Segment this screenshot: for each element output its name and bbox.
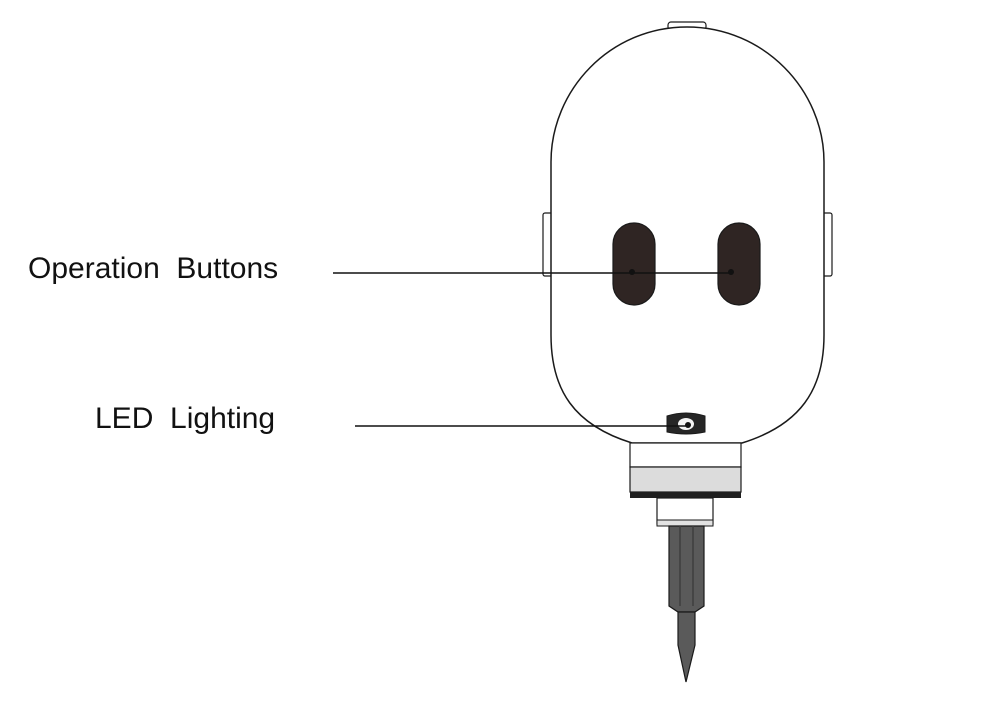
chuck-bottom [656,519,714,527]
collar-top [629,442,742,468]
bit-shaft [668,525,705,613]
device-body [550,26,825,444]
leader-dot-led [685,422,691,428]
collar-band [629,466,742,493]
operation-buttons-label: Operation Buttons [28,252,279,285]
leader-dot-left-button [629,269,635,275]
collar-rim [630,492,741,498]
operation-button-left[interactable] [612,222,656,306]
led-lighting-label: LED Lighting [95,402,276,435]
bit-tip [677,611,696,683]
operation-button-right[interactable] [717,222,761,306]
leader-dot-right-button [728,269,734,275]
